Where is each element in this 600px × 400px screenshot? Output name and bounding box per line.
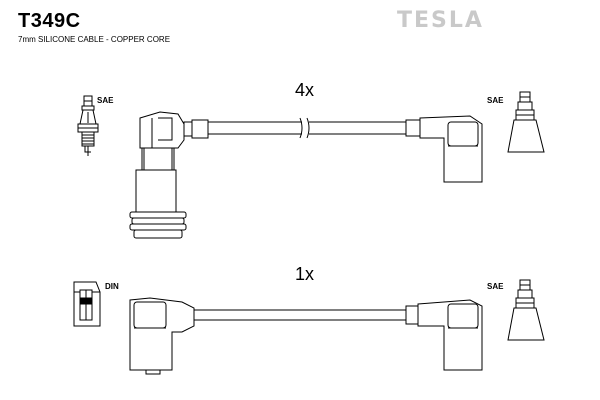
cable-2-right-terminal-label: SAE	[487, 282, 504, 291]
cable-1-right-terminal-label: SAE	[487, 96, 504, 105]
cable-spec-subtitle: 7mm SILICONE CABLE - COPPER CORE	[18, 35, 171, 44]
cable-2-right-boot	[417, 299, 483, 371]
sae-terminal-icon	[507, 279, 545, 341]
cable-1-left-terminal-label: SAE	[97, 96, 114, 105]
cable-1-quantity: 4x	[295, 80, 315, 100]
cable-1-left-boot	[129, 111, 187, 239]
cable-2-left-terminal-label: DIN	[105, 282, 119, 291]
cable-1-wire	[183, 117, 421, 139]
spark-plug-icon	[77, 95, 99, 156]
cable-2-quantity: 1x	[295, 264, 315, 284]
cable-1-right-boot	[419, 115, 483, 183]
cable-2-wire	[194, 305, 419, 325]
cable-2-left-boot	[129, 297, 195, 375]
part-number-title: T349C	[18, 10, 81, 32]
brand-logo: TESLA	[397, 8, 484, 33]
sae-terminal-icon	[507, 91, 545, 153]
din-connector-icon	[73, 281, 101, 327]
